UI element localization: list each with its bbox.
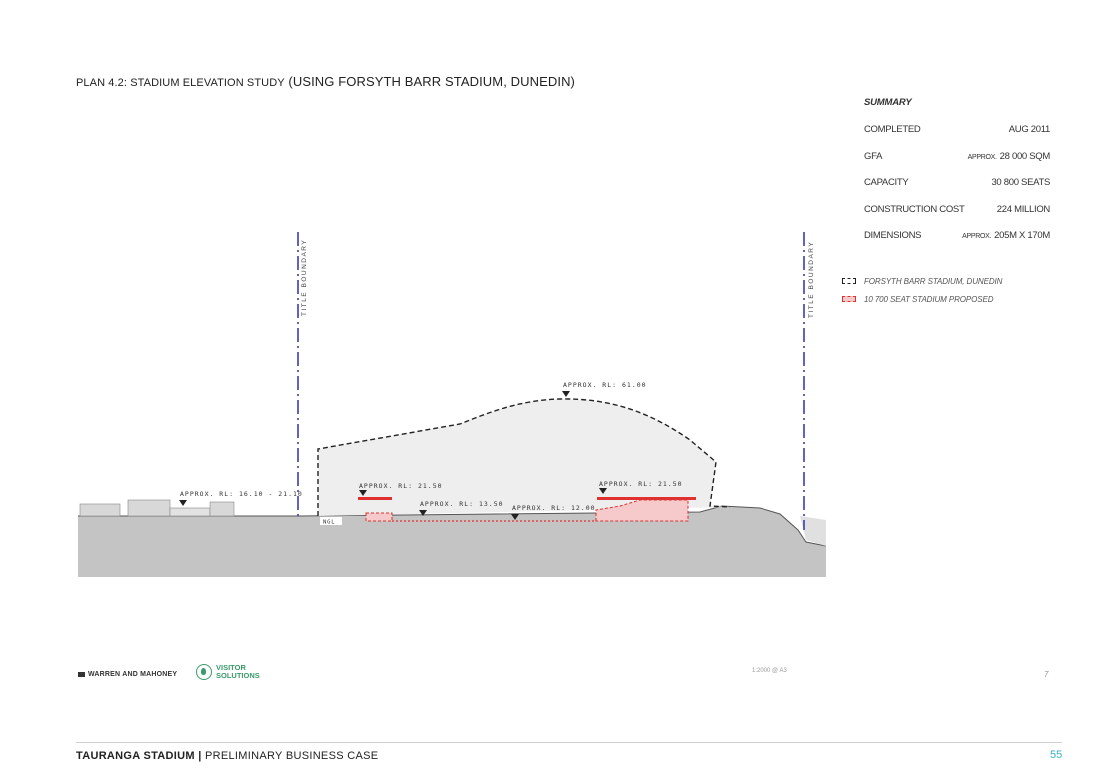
rl-pitch-edge-label: APPROX. RL: 13.50 (420, 500, 504, 508)
footer-separator: | (198, 750, 202, 762)
title-boundary-right-label: TITLE BOUNDARY (808, 241, 815, 318)
rl-left-ground-marker-icon (179, 500, 187, 506)
summary-value: 224 MILLION (996, 203, 1051, 215)
rl-west-stand-marker-icon (359, 490, 367, 496)
summary-row-construction-cost: CONSTRUCTION COST 224 MILLION (864, 204, 1050, 231)
summary-value: APPROX.205M X 170M (962, 230, 1050, 241)
page-title-suffix: (USING FORSYTH BARR STADIUM, DUNEDIN) (288, 74, 575, 89)
footer-doc-title: PRELIMINARY BUSINESS CASE (204, 750, 379, 762)
summary-label: COMPLETED (864, 124, 921, 135)
summary-value: APPROX.28 000 SQM (967, 150, 1051, 162)
rl-east-stand-label: APPROX. RL: 21.50 (599, 480, 683, 488)
rl-west-stand-label: APPROX. RL: 21.50 (359, 482, 443, 490)
ngl-label: NGL (323, 520, 335, 526)
summary-label: CONSTRUCTION COST (864, 203, 965, 215)
warren-and-mahoney-logo: WARREN AND MAHONEY (78, 671, 177, 678)
legend-item-proposed: 10 700 SEAT STADIUM PROPOSED (842, 290, 1002, 308)
dashed-red-swatch-icon (842, 296, 856, 302)
warren-and-mahoney-label: WARREN AND MAHONEY (88, 671, 178, 678)
summary-heading: SUMMARY (864, 97, 912, 108)
rl-left-ground-label: APPROX. RL: 16.10 - 21.10 (180, 490, 303, 498)
ground-line (78, 505, 827, 547)
summary-table: SUMMARY COMPLETED AUG 2011 GFA APPROX.28… (864, 97, 1050, 257)
rl-roof-label: APPROX. RL: 61.00 (563, 381, 647, 389)
visitor-solutions-mark-icon (196, 664, 212, 680)
rl-east-stand-marker-icon (599, 488, 607, 494)
summary-value: 30 800 SEATS (991, 177, 1050, 188)
summary-row-gfa: GFA APPROX.28 000 SQM (864, 151, 1050, 178)
summary-label: CAPACITY (864, 177, 909, 188)
page-number: 55 (1050, 749, 1063, 761)
ngl-tag (320, 517, 342, 525)
ground-section (78, 506, 826, 577)
rl-roof-marker-icon (562, 391, 570, 397)
right-bank (800, 516, 826, 546)
title-boundary-left-label: TITLE BOUNDARY (301, 239, 308, 316)
left-buildings (79, 499, 235, 517)
legend-label: 10 700 SEAT STADIUM PROPOSED (864, 294, 994, 304)
visitor-solutions-label: VISITOR SOLUTIONS (216, 663, 260, 680)
summary-label: GFA (864, 150, 883, 162)
dashed-black-swatch-icon (842, 278, 856, 284)
summary-value: AUG 2011 (1008, 124, 1051, 135)
footer-text: TAURANGA STADIUM | PRELIMINARY BUSINESS … (76, 750, 378, 762)
wm-mark-icon (78, 672, 85, 677)
footer-rule (76, 742, 1062, 743)
rl-pitch-edge-marker-icon (419, 510, 427, 516)
page-title: Plan 4.2: Stadium Elevation Study (USING… (76, 74, 575, 89)
summary-row-dimensions: DIMENSIONS APPROX.205M X 170M (864, 230, 1050, 257)
proposed-stadium (358, 497, 696, 522)
legend-label: FORSYTH BARR STADIUM, DUNEDIN (864, 276, 1003, 286)
sheet-number: 7 (1044, 670, 1049, 679)
visitor-solutions-logo: VISITOR SOLUTIONS (196, 664, 264, 680)
scale-note: 1:2000 @ A3 (752, 668, 787, 674)
summary-row-completed: COMPLETED AUG 2011 (864, 124, 1050, 151)
rl-pitch-label: APPROX. RL: 12.00 (512, 504, 596, 512)
summary-row-capacity: CAPACITY 30 800 SEATS (864, 177, 1050, 204)
rl-pitch-marker-icon (511, 514, 519, 520)
footer-project: TAURANGA STADIUM (76, 750, 195, 762)
legend: FORSYTH BARR STADIUM, DUNEDIN 10 700 SEA… (842, 272, 1002, 308)
summary-label: DIMENSIONS (864, 230, 922, 241)
forsyth-barr-envelope (317, 398, 731, 516)
page-title-prefix: Plan 4.2: Stadium Elevation Study (76, 77, 285, 89)
legend-item-forsyth-barr: FORSYTH BARR STADIUM, DUNEDIN (842, 272, 1002, 290)
